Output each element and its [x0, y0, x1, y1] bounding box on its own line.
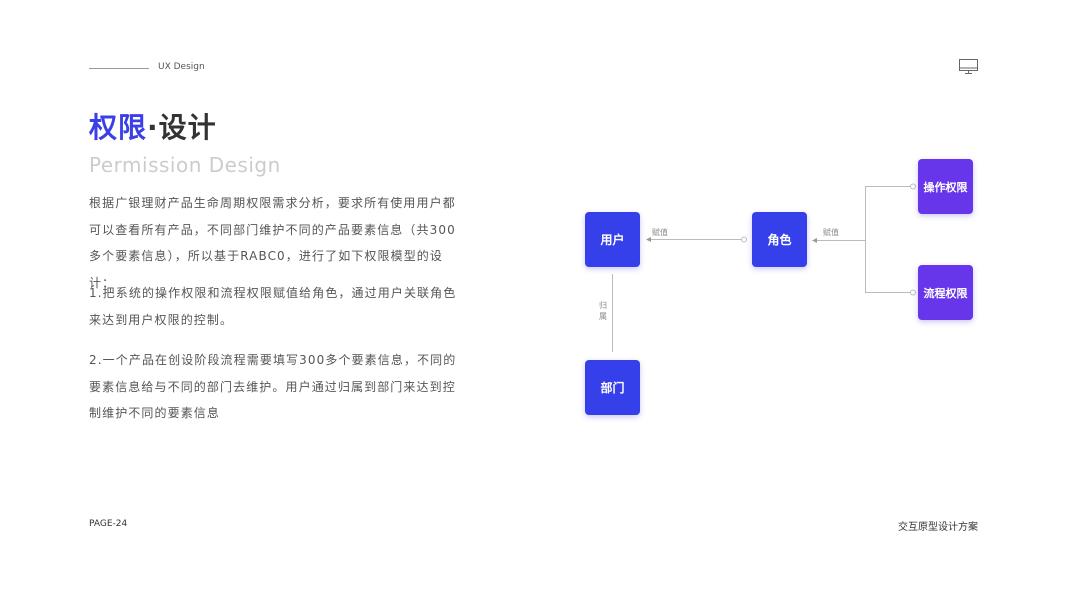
node-user: 用户 — [585, 212, 640, 267]
monitor-icon — [959, 59, 978, 79]
edge-label-belong: 归 — [599, 301, 607, 310]
page-subtitle: Permission Design — [89, 153, 281, 177]
title-separator: · — [147, 111, 159, 144]
node-operation-permission: 操作权限 — [918, 159, 973, 214]
point-2: 2.一个产品在创设阶段流程需要填写300多个要素信息，不同的要素信息给与不同的部… — [89, 353, 457, 420]
node-department: 部门 — [585, 360, 640, 415]
page-title: 权限·设计 — [89, 106, 217, 146]
arrowhead — [646, 237, 651, 242]
node-role: 角色 — [752, 212, 807, 267]
intro-paragraph: 根据广银理财产品生命周期权限需求分析，要求所有使用用户都可以查看所有产品，不同部… — [89, 196, 456, 290]
edge-start-dot — [910, 183, 916, 190]
edge-label-assign: 赋值 — [652, 228, 668, 237]
node-process-permission: 流程权限 — [918, 265, 973, 320]
header-divider — [89, 68, 149, 69]
edge-start-dot — [741, 236, 747, 243]
edge-permissions-bracket — [865, 186, 910, 293]
arrowhead — [812, 238, 817, 243]
title-rest: 设计 — [158, 111, 217, 144]
document-title: 交互原型设计方案 — [898, 522, 978, 533]
page-number: PAGE-24 — [89, 519, 128, 529]
edge-label-belong: 属 — [599, 312, 607, 321]
edge-start-dot — [910, 289, 916, 296]
section-label: UX Design — [158, 62, 205, 72]
point-1: 1.把系统的操作权限和流程权限赋值给角色，通过用户关联角色来达到用户权限的控制。 — [89, 286, 457, 327]
edge-label-assign: 赋值 — [823, 228, 839, 237]
title-highlight: 权限 — [89, 111, 148, 144]
